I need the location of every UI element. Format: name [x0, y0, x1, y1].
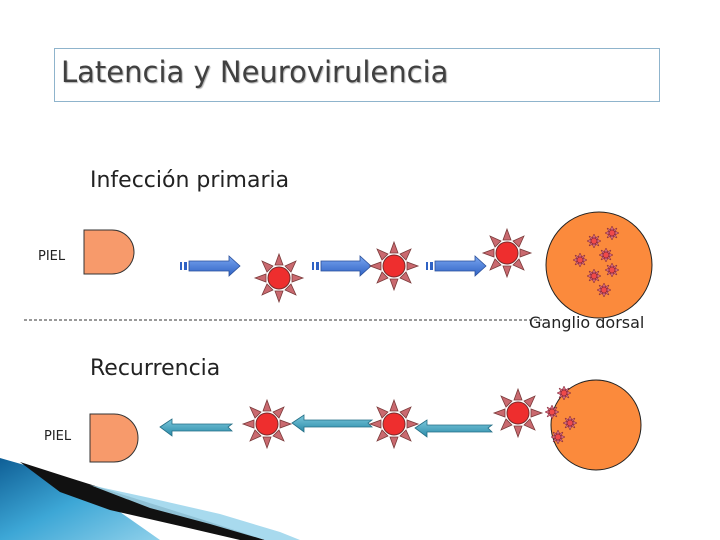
right-arrow-icon: [180, 256, 240, 276]
latent-virus-icon: [587, 269, 601, 283]
latent-virus-icon: [599, 248, 613, 262]
left-arrow-icon: [160, 419, 232, 436]
virus-icon: [370, 242, 418, 290]
latent-virus-icon: [557, 386, 571, 400]
virus-icon: [370, 400, 418, 448]
left-arrow-icon: [415, 420, 492, 437]
corner-swoosh-decoration: [0, 458, 300, 540]
latent-virus-icon: [587, 234, 601, 248]
primary-skin-shape: [84, 230, 134, 274]
virus-icon: [243, 400, 291, 448]
latent-virus-icon: [563, 416, 577, 430]
virus-icon: [255, 254, 303, 302]
latent-virus-icon: [545, 405, 559, 419]
virus-icon: [494, 389, 542, 437]
virus-icon: [483, 229, 531, 277]
latent-virus-icon: [551, 430, 565, 444]
latent-virus-icon: [605, 263, 619, 277]
right-arrow-icon: [312, 256, 371, 276]
left-arrow-icon: [292, 415, 372, 432]
right-arrow-icon: [426, 256, 486, 276]
latent-virus-icon: [605, 226, 619, 240]
recurrence-skin-shape: [90, 414, 138, 462]
latent-virus-icon: [597, 283, 611, 297]
latent-virus-icon: [573, 253, 587, 267]
ganglion-primary: [546, 212, 652, 318]
